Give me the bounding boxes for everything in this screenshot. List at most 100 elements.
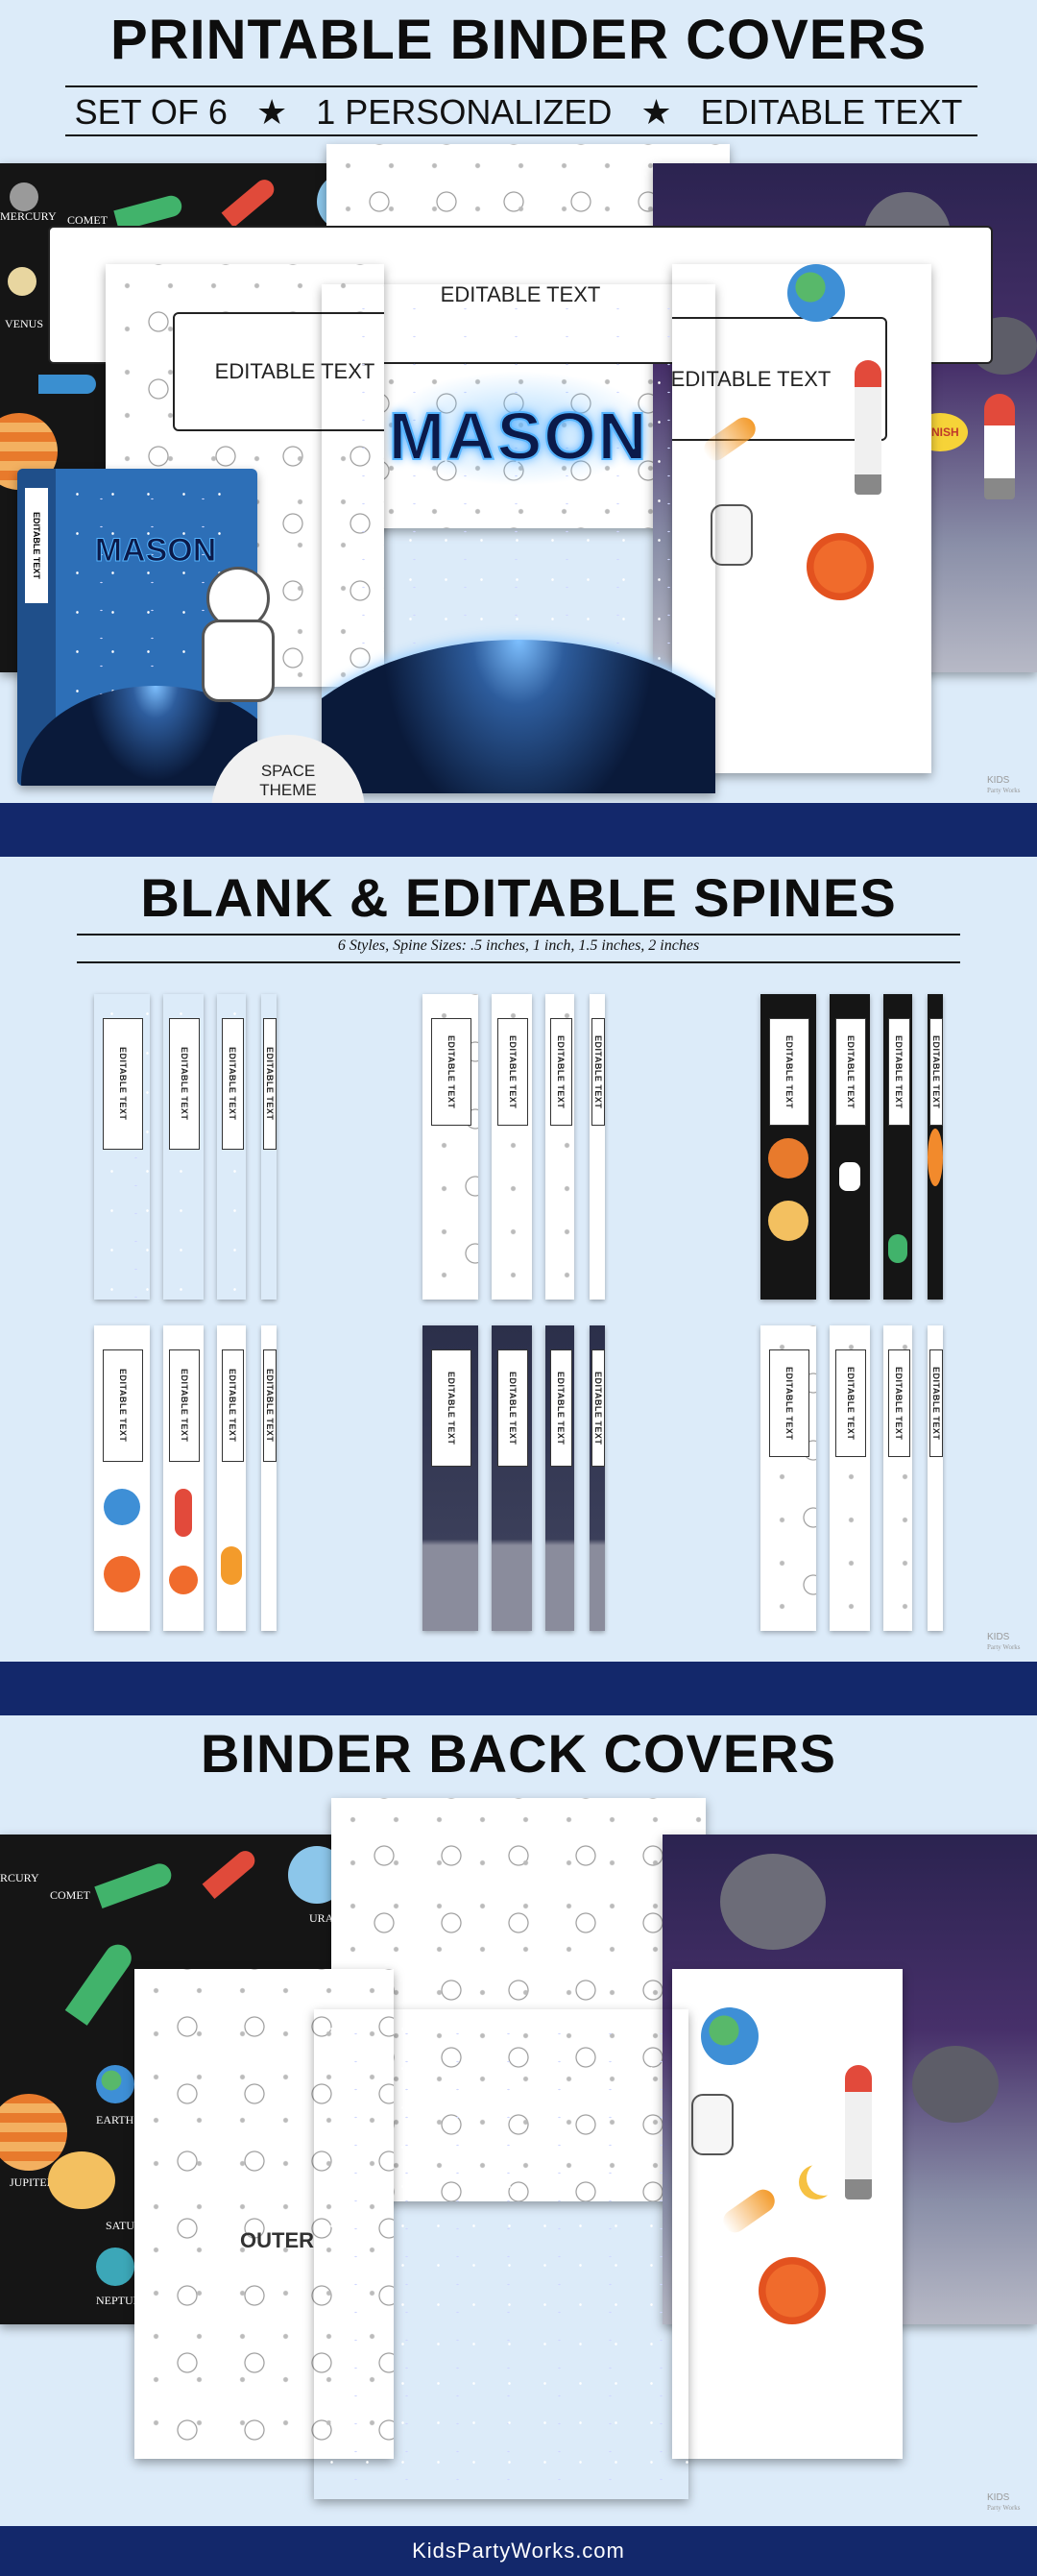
spine-label-text[interactable]: EDITABLE TEXT (117, 1047, 128, 1121)
spine-label-text[interactable]: EDITABLE TEXT (930, 1366, 941, 1441)
cover-personalized-front: MASON (322, 284, 715, 793)
spine-label[interactable]: EDITABLE TEXT (835, 1349, 866, 1457)
spine-light-1in: EDITABLE TEXT (883, 1325, 912, 1631)
neptune-icon (96, 2248, 134, 2286)
jupiter-icon (768, 1138, 808, 1179)
spine-label-text[interactable]: EDITABLE TEXT (894, 1034, 904, 1109)
spine-label[interactable]: EDITABLE TEXT (430, 1349, 472, 1467)
rocket-icon (94, 1860, 175, 1908)
spine-label-text[interactable]: EDITABLE TEXT (507, 1034, 518, 1109)
astronaut-icon (839, 1162, 860, 1191)
watermark: KIDS Party Works (987, 2493, 1021, 2513)
spine-label[interactable]: EDITABLE TEXT (768, 1349, 810, 1457)
spine-label[interactable]: EDITABLE TEXT (549, 1349, 572, 1467)
spine-label-text[interactable]: EDITABLE TEXT (556, 1371, 566, 1446)
spine-planets-half-in: EDITABLE TEXT (928, 994, 943, 1300)
spine-label-text[interactable]: EDITABLE TEXT (930, 1034, 941, 1109)
spine-label-text[interactable]: EDITABLE TEXT (117, 1369, 128, 1443)
rocket-icon (64, 1939, 137, 2026)
spine-label[interactable]: EDITABLE TEXT (768, 1018, 810, 1126)
spine-label[interactable]: EDITABLE TEXT (430, 1018, 472, 1126)
spine-label[interactable]: EDITABLE TEXT (169, 1018, 200, 1150)
spine-label-text[interactable]: EDITABLE TEXT (446, 1034, 456, 1109)
binder-mockup: EDITABLE TEXT MASON (17, 469, 257, 786)
back-cover-front-navy (314, 2009, 688, 2499)
watermark: KIDS Party Works (987, 1633, 1021, 1652)
sun-icon (104, 1556, 140, 1592)
spine-label-text[interactable]: EDITABLE TEXT (845, 1366, 856, 1441)
section-divider (0, 803, 1037, 857)
spine-label-text[interactable]: EDITABLE TEXT (592, 1034, 603, 1109)
saturn-icon (48, 2151, 115, 2209)
spine-label-text[interactable]: EDITABLE TEXT (179, 1369, 189, 1443)
spine-label[interactable]: EDITABLE TEXT (887, 1018, 910, 1126)
spine-label[interactable]: EDITABLE TEXT (169, 1349, 200, 1462)
spine-colour-1in: EDITABLE TEXT (217, 1325, 246, 1631)
subtitle-personalized: 1 PERSONALIZED (316, 92, 613, 132)
spine-label[interactable]: EDITABLE TEXT (835, 1018, 866, 1126)
personalized-name[interactable]: MASON (388, 398, 649, 474)
spine-label[interactable]: EDITABLE TEXT (221, 1018, 244, 1150)
cover-doodle-colour: EDITABLE TEXT (672, 264, 931, 773)
planet-label-venus: VENUS (5, 317, 44, 330)
spine-label-text[interactable]: EDITABLE TEXT (784, 1366, 794, 1441)
sun-icon (928, 1129, 943, 1186)
star-icon: ★ (640, 92, 672, 132)
spine-planets-1in: EDITABLE TEXT (883, 994, 912, 1300)
spine-planets-1-5in: EDITABLE TEXT (830, 994, 870, 1300)
footer-url[interactable]: KidsPartyWorks.com (412, 2539, 625, 2563)
subtitle-editable: EDITABLE TEXT (700, 92, 963, 132)
spine-label-text[interactable]: EDITABLE TEXT (845, 1034, 856, 1109)
spine-colour-1-5in: EDITABLE TEXT (163, 1325, 204, 1631)
jupiter-icon (0, 2094, 67, 2171)
spine-colour-half-in: EDITABLE TEXT (261, 1325, 277, 1631)
watermark-line2: Party Works (987, 2504, 1021, 2512)
spine-label-text[interactable]: EDITABLE TEXT (228, 1047, 237, 1121)
rocket-icon (855, 360, 881, 495)
spine-navy-half-in: EDITABLE TEXT (261, 994, 277, 1300)
spine-doodle-1-5in: EDITABLE TEXT (492, 994, 532, 1300)
asteroid-icon (912, 2046, 999, 2123)
name-glow (379, 371, 658, 486)
binder-spine-label: EDITABLE TEXT (25, 488, 48, 603)
spine-label[interactable]: EDITABLE TEXT (929, 1018, 943, 1126)
sun-icon (807, 533, 874, 600)
earth-horizon-icon (322, 640, 715, 793)
spine-label[interactable]: EDITABLE TEXT (929, 1349, 943, 1457)
spine-label-text[interactable]: EDITABLE TEXT (556, 1034, 566, 1109)
spine-label[interactable]: EDITABLE TEXT (263, 1349, 277, 1462)
rocket-icon (984, 394, 1015, 499)
spine-label[interactable]: EDITABLE TEXT (497, 1018, 528, 1126)
spine-label-text[interactable]: EDITABLE TEXT (784, 1034, 794, 1109)
spine-label-text[interactable]: EDITABLE TEXT (894, 1366, 904, 1441)
spine-light-1-5in: EDITABLE TEXT (830, 1325, 870, 1631)
watermark: KIDS Party Works (987, 776, 1021, 795)
comet-icon (221, 1546, 242, 1585)
spines-subtitle: 6 Styles, Spine Sizes: .5 inches, 1 inch… (337, 937, 700, 954)
binder-name: MASON (94, 532, 217, 570)
spine-label-text[interactable]: EDITABLE TEXT (179, 1047, 189, 1121)
spine-label-text[interactable]: EDITABLE TEXT (264, 1369, 275, 1443)
planet-label-mercury: MERCURY (0, 1871, 39, 1884)
spine-label-text[interactable]: EDITABLE TEXT (264, 1047, 275, 1121)
footer-band: KidsPartyWorks.com (0, 2526, 1037, 2576)
spine-label[interactable]: EDITABLE TEXT (549, 1018, 572, 1126)
spine-label[interactable]: EDITABLE TEXT (102, 1018, 144, 1150)
spine-label-text[interactable]: EDITABLE TEXT (446, 1371, 456, 1446)
spine-navy-1-5in: EDITABLE TEXT (163, 994, 204, 1300)
spines-rule-bottom (77, 961, 960, 963)
watermark-line2: Party Works (987, 787, 1021, 794)
spine-label[interactable]: EDITABLE TEXT (102, 1349, 144, 1462)
spines-rule-top (77, 934, 960, 936)
spine-label[interactable]: EDITABLE TEXT (497, 1349, 528, 1467)
earth-icon (96, 2065, 134, 2103)
spine-label[interactable]: EDITABLE TEXT (591, 1349, 605, 1467)
spine-label[interactable]: EDITABLE TEXT (263, 1018, 277, 1150)
spine-label-text[interactable]: EDITABLE TEXT (507, 1371, 518, 1446)
spine-label[interactable]: EDITABLE TEXT (221, 1349, 244, 1462)
spine-label[interactable]: EDITABLE TEXT (591, 1018, 605, 1126)
astronaut-icon (691, 2094, 734, 2155)
spine-label-text[interactable]: EDITABLE TEXT (228, 1369, 237, 1443)
spine-label-text[interactable]: EDITABLE TEXT (592, 1371, 603, 1446)
spine-label[interactable]: EDITABLE TEXT (887, 1349, 910, 1457)
